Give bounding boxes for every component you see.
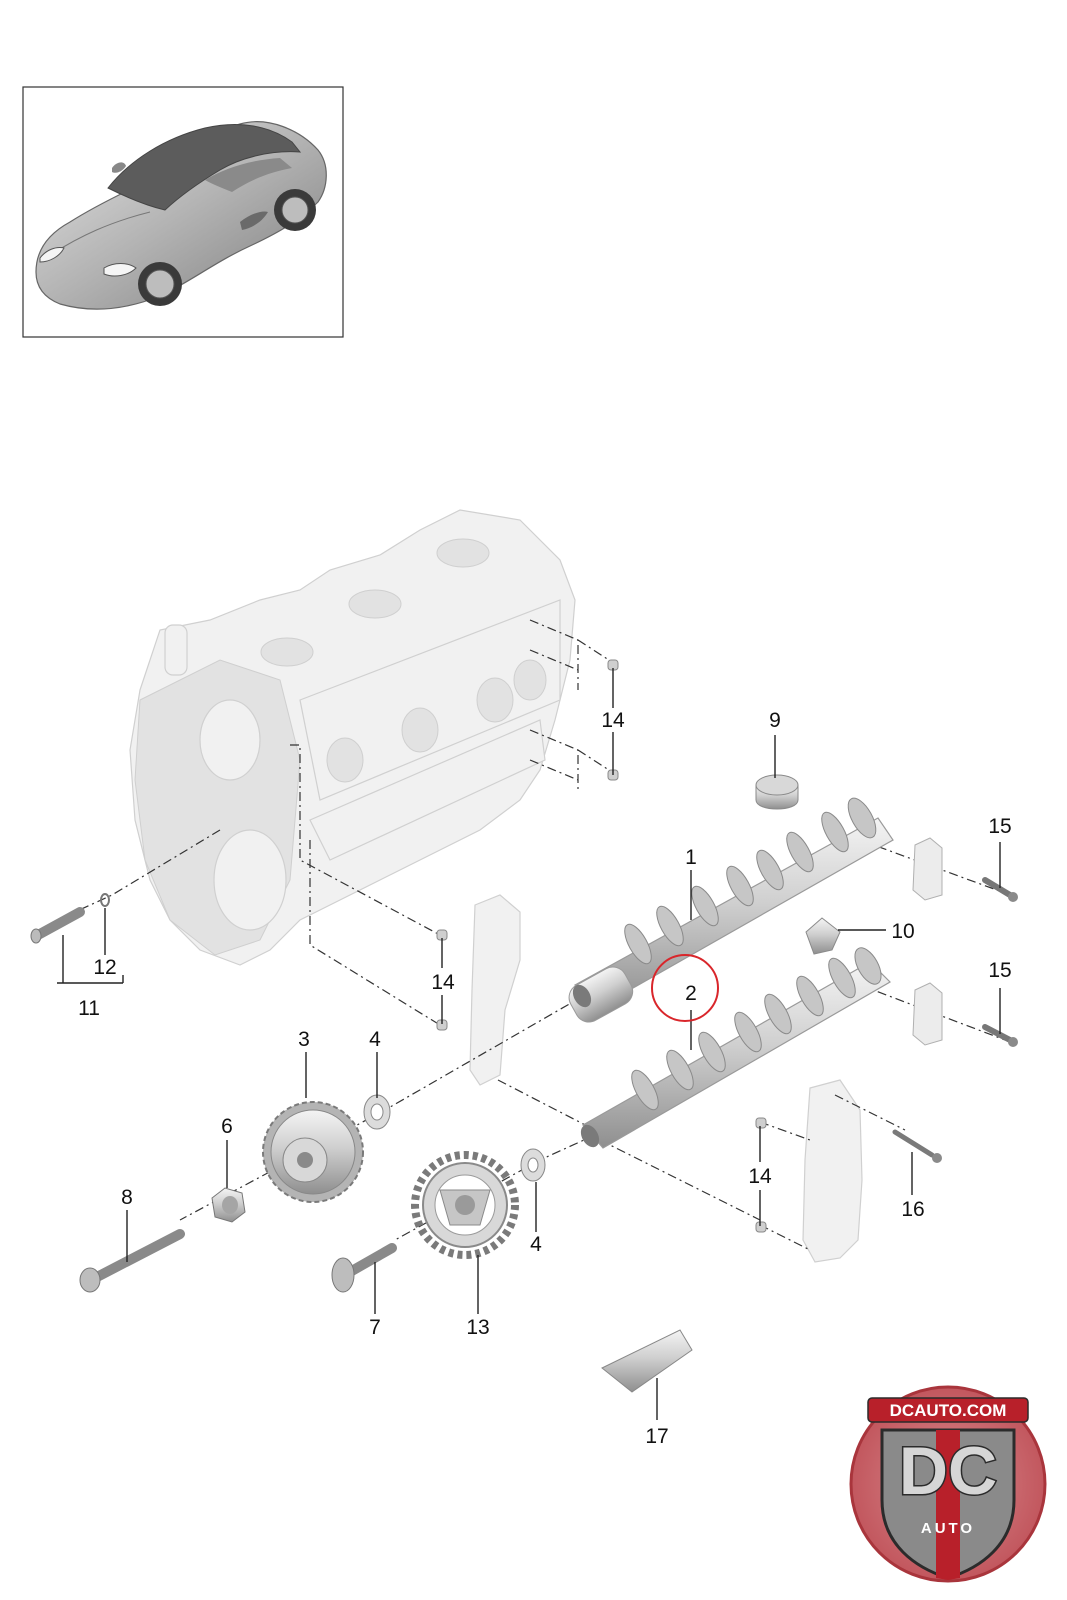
tappet-9: [755, 774, 799, 810]
callout-12: 12: [93, 956, 116, 979]
bolt-16: [892, 1129, 942, 1163]
sealant-tube-17: [601, 1329, 693, 1393]
callout-17: 17: [645, 1425, 668, 1448]
washer-4-upper: [363, 1094, 391, 1130]
bolt-15-upper: [982, 877, 1018, 902]
callout-2: 2: [685, 982, 697, 1005]
watermark-brand: DC: [899, 1433, 997, 1509]
cylinder-head-ghost: [129, 509, 576, 966]
callout-14-upper: 14: [601, 709, 625, 732]
callout-13: 13: [466, 1316, 489, 1339]
bolt-8: [79, 1229, 185, 1293]
seal-ring-12: [100, 893, 110, 907]
bearing-cap-lower: [912, 982, 943, 1046]
callout-4-upper: 4: [369, 1028, 381, 1051]
watermark-sub: AUTO: [921, 1520, 975, 1537]
washer-4-lower: [520, 1148, 546, 1182]
callouts: 1 2 3 4 4 6 7 8 9 10 11 12 13 14 14 14 1…: [78, 709, 1012, 1448]
car-illustration: [35, 121, 327, 310]
camshaft-adjuster-3: [262, 1101, 364, 1203]
callout-10: 10: [891, 920, 914, 943]
callout-15-lower: 15: [988, 959, 1011, 982]
callout-4-lower: 4: [530, 1233, 542, 1256]
camshaft-lower: [580, 947, 891, 1149]
sprocket-13: [411, 1151, 519, 1259]
callout-7: 7: [369, 1316, 381, 1339]
plugs-14: [436, 659, 767, 1233]
callout-16: 16: [901, 1198, 924, 1221]
tappet-10: [805, 917, 841, 955]
vehicle-thumbnail: [22, 86, 344, 338]
bearing-bridge-ghost: [469, 894, 521, 1086]
nut-6: [211, 1187, 246, 1223]
bolt-15-lower: [982, 1024, 1018, 1047]
timing-cover-ghost: [802, 1079, 863, 1263]
watermark-site: DCAUTO.COM: [890, 1401, 1007, 1420]
callout-1: 1: [685, 846, 697, 869]
bolt-7: [331, 1243, 397, 1293]
callout-9: 9: [769, 709, 781, 732]
callout-14-lower: 14: [748, 1165, 772, 1188]
callout-6: 6: [221, 1115, 233, 1138]
callout-11: 11: [78, 997, 100, 1020]
leader-lines: [57, 668, 1001, 1420]
dcauto-watermark: DCAUTO.COM DC AUTO: [849, 1385, 1047, 1583]
camshaft-upper: [568, 797, 894, 1023]
bolt-11: [30, 907, 85, 944]
highlight-circle: [651, 954, 719, 1022]
bearing-cap-upper: [912, 837, 943, 901]
callout-8: 8: [121, 1186, 133, 1209]
callout-15-upper: 15: [988, 815, 1011, 838]
callout-3: 3: [298, 1028, 310, 1051]
callout-14-middle: 14: [431, 971, 455, 994]
